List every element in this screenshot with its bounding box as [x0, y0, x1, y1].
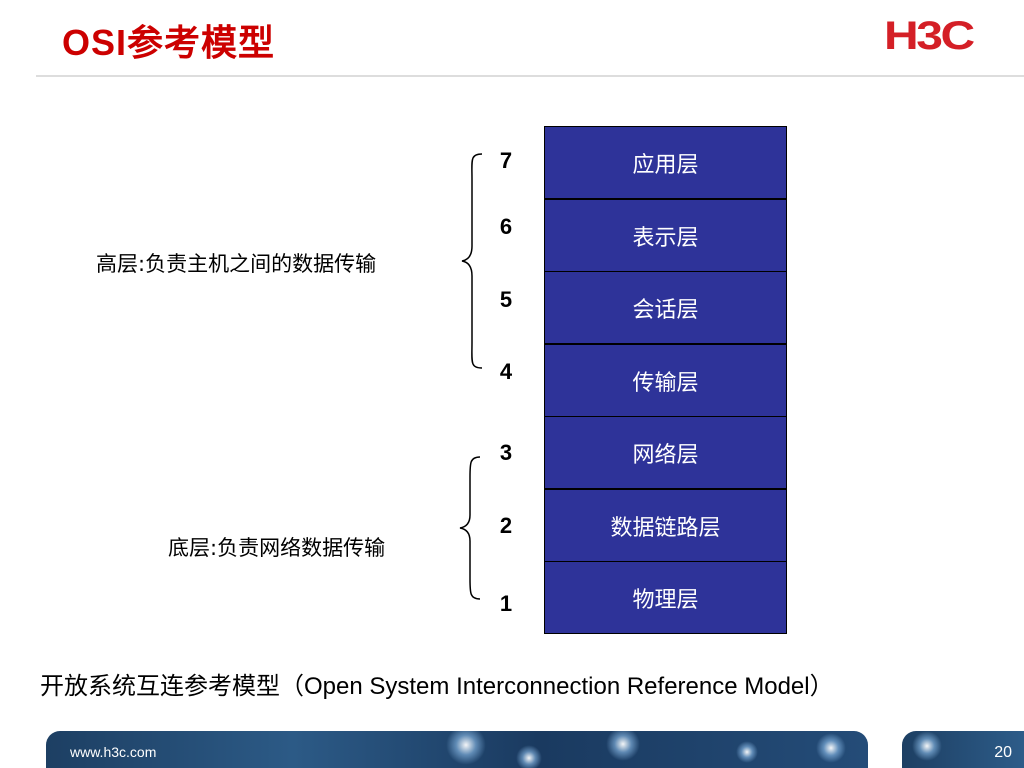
layer-6-presentation: 表示层: [544, 199, 787, 272]
lower-layers-label: 底层:负责网络数据传输: [168, 536, 386, 560]
layer-number: 1: [499, 591, 513, 616]
footer-banner: [46, 731, 868, 768]
layer-label: 传输层: [632, 370, 699, 396]
layer-number: 7: [499, 148, 513, 173]
layer-number: 3: [499, 440, 513, 465]
layer-number: 6: [499, 214, 513, 239]
layer-label: 会话层: [632, 297, 699, 323]
upper-layers-bracket: [461, 153, 483, 369]
decorative-glow: [736, 741, 758, 763]
model-caption: 开放系统互连参考模型（Open System Interconnection R…: [40, 666, 834, 701]
decorative-glow: [816, 733, 846, 763]
title-divider: [36, 75, 1024, 77]
layer-5-session: 会话层: [544, 271, 787, 344]
decorative-glow: [912, 731, 942, 761]
caption-en: Open System Interconnection Reference Mo…: [304, 673, 810, 700]
caption-cn: 开放系统互连参考模型（: [40, 672, 304, 700]
layer-label: 数据链路层: [610, 515, 721, 541]
slide-title: OSI参考模型: [62, 22, 276, 63]
footer-page-panel: [902, 731, 1024, 768]
decorative-glow: [606, 731, 640, 761]
layer-number: 4: [499, 359, 513, 384]
footer-url: www.h3c.com: [70, 744, 157, 760]
layer-number: 5: [499, 287, 513, 312]
layer-label: 物理层: [632, 587, 699, 613]
lower-layers-bracket: [459, 456, 481, 600]
h3c-logo: H3C: [884, 14, 975, 58]
layer-label: 网络层: [632, 442, 699, 468]
caption-close: ）: [809, 672, 834, 700]
layer-1-physical: 物理层: [544, 561, 787, 634]
layer-7-application: 应用层: [544, 126, 787, 199]
page-number: 20: [994, 744, 1012, 761]
layer-2-data-link: 数据链路层: [544, 489, 787, 562]
layer-number: 2: [499, 513, 513, 538]
decorative-glow: [516, 745, 542, 768]
layer-label: 表示层: [632, 225, 699, 251]
layer-3-network: 网络层: [544, 416, 787, 489]
layer-4-transport: 传输层: [544, 344, 787, 417]
decorative-glow: [446, 731, 486, 765]
upper-layers-label: 高层:负责主机之间的数据传输: [96, 252, 377, 276]
layer-label: 应用层: [632, 152, 699, 178]
